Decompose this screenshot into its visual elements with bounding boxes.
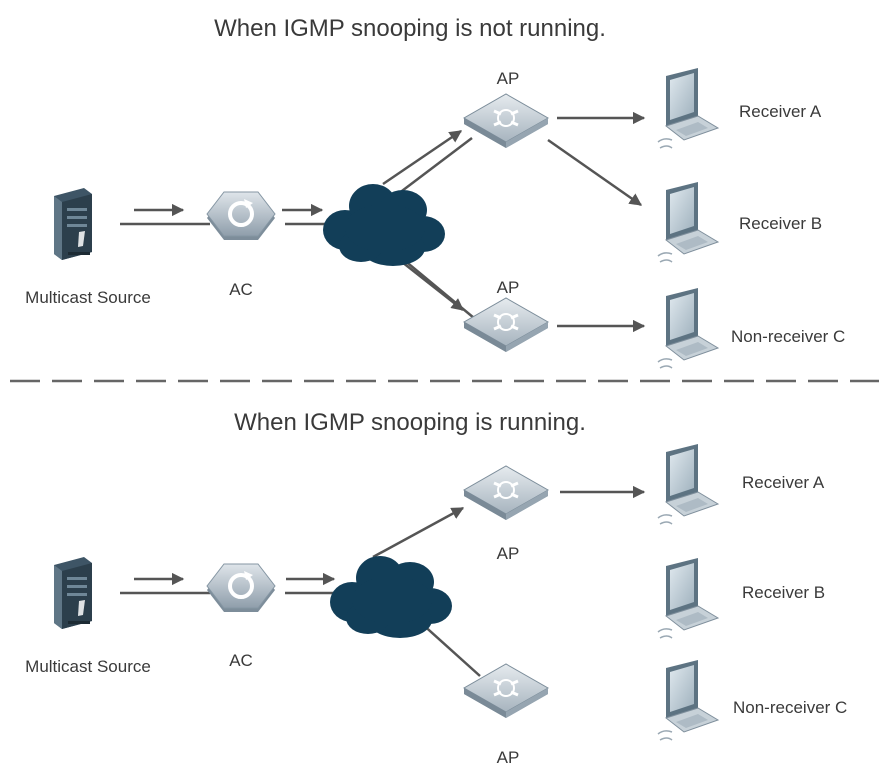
label-ap: AP — [497, 278, 520, 297]
access-controller-icon — [205, 190, 277, 242]
label-ac: AC — [229, 280, 253, 299]
multicast-server-icon — [54, 188, 92, 260]
link-cloud-ap-upper — [389, 137, 473, 201]
panel-snooping-on: When IGMP snooping is running. Multicast… — [25, 409, 847, 765]
access-point-icon — [462, 296, 550, 354]
laptop-icon — [657, 287, 719, 369]
laptop-icon — [657, 443, 719, 525]
label-ac: AC — [229, 651, 253, 670]
label-receiver-a: Receiver A — [739, 102, 822, 121]
link-cloud-ap-lower — [419, 621, 481, 677]
laptop-icon — [657, 557, 719, 639]
label-ap: AP — [497, 69, 520, 88]
multicast-server-icon — [54, 557, 92, 629]
network-cloud-icon — [323, 184, 445, 266]
access-controller-icon — [205, 562, 277, 614]
laptop-icon — [657, 181, 719, 263]
label-receiver-b: Receiver B — [739, 214, 822, 233]
flow-arrow-cloud-ap-upper — [372, 506, 465, 559]
panel-snooping-off: When IGMP snooping is not running. Multi… — [25, 15, 845, 369]
label-receiver-a: Receiver A — [742, 473, 825, 492]
panel-title-snooping-on: When IGMP snooping is running. — [234, 409, 586, 436]
label-non-receiver-c: Non-receiver C — [731, 327, 845, 346]
panel-title-snooping-off: When IGMP snooping is not running. — [214, 15, 606, 42]
label-multicast-source: Multicast Source — [25, 657, 151, 676]
label-non-receiver-c: Non-receiver C — [733, 698, 847, 717]
label-ap: AP — [497, 544, 520, 563]
access-point-icon — [462, 464, 550, 522]
access-point-icon — [462, 92, 550, 150]
laptop-icon — [657, 67, 719, 149]
flow-arrow-cloud-ap-upper — [382, 129, 463, 186]
flow-arrow-cloud-ap-lower — [401, 261, 464, 311]
flow-arrow-ap-receiver-b — [547, 138, 643, 207]
label-ap: AP — [497, 748, 520, 765]
network-cloud-icon — [330, 556, 452, 638]
label-multicast-source: Multicast Source — [25, 288, 151, 307]
laptop-icon — [657, 659, 719, 741]
label-receiver-b: Receiver B — [742, 583, 825, 602]
